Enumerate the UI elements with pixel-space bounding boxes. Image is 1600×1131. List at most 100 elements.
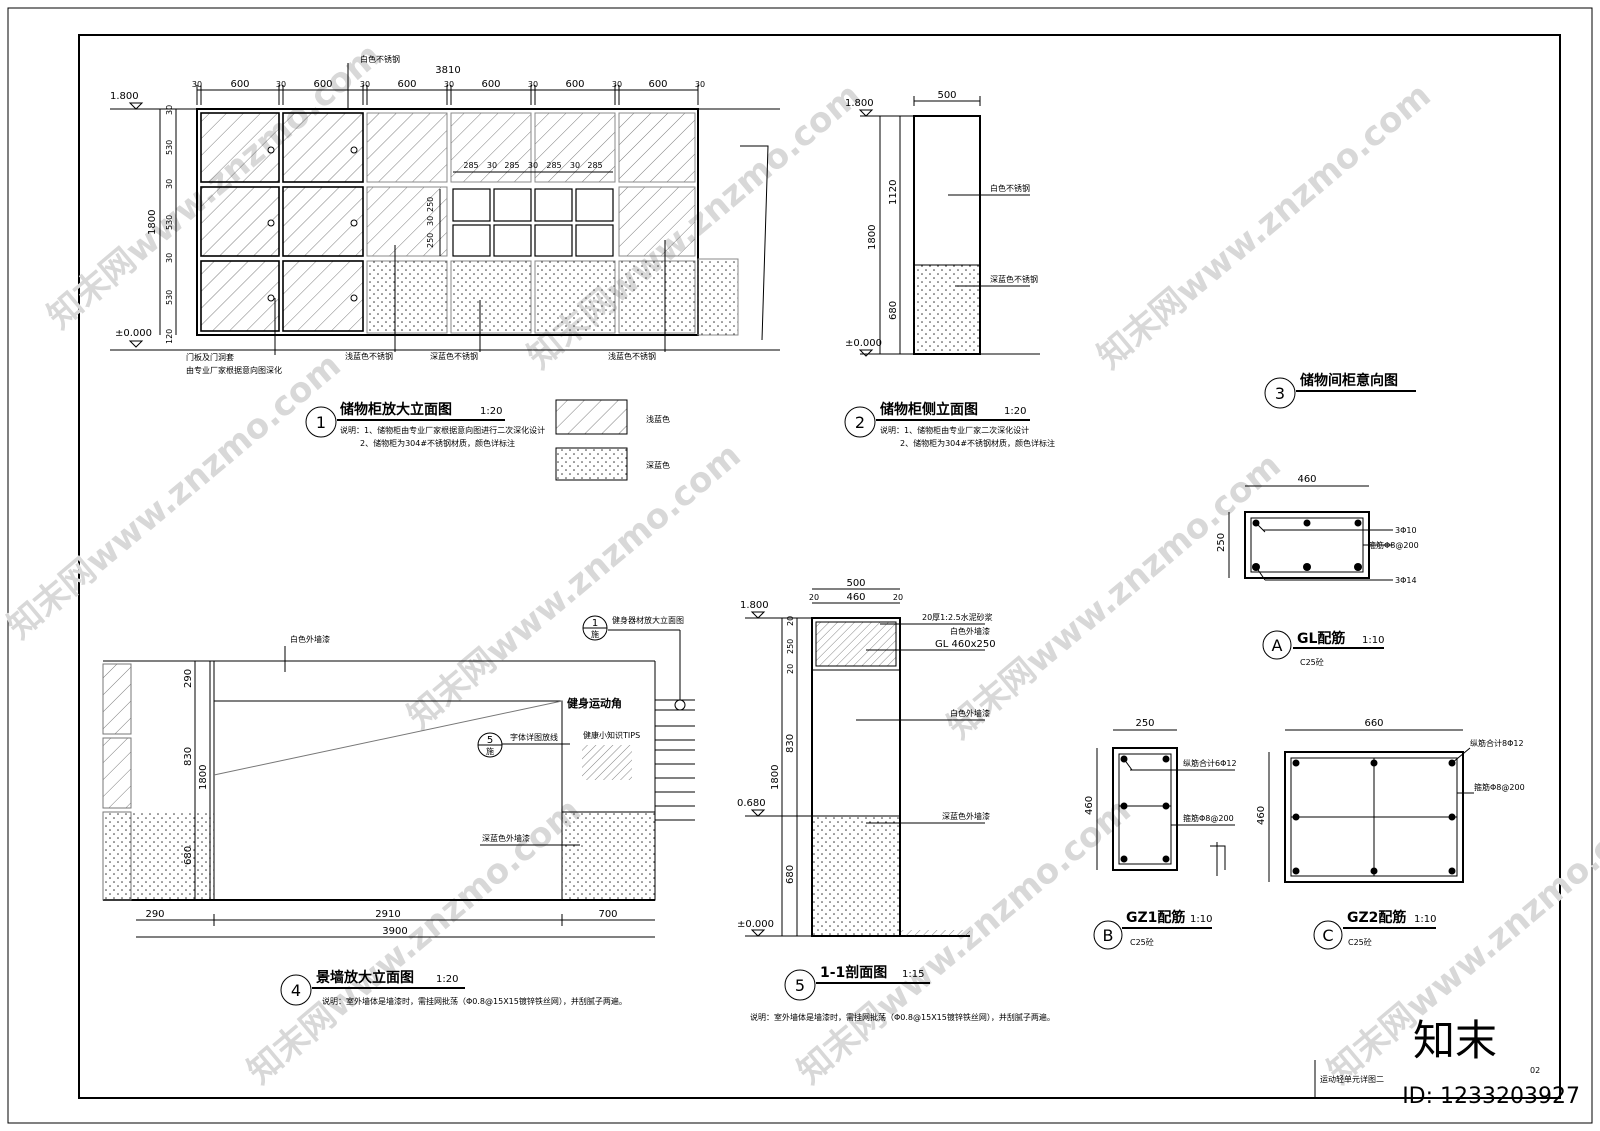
- material-label: 白色外墙漆: [950, 708, 990, 718]
- dim: 285: [546, 161, 561, 170]
- dim: 2910: [375, 909, 400, 920]
- title-number: 1: [316, 413, 326, 432]
- dim: 530: [165, 140, 174, 155]
- concrete-grade: C25砼: [1348, 937, 1372, 947]
- dim: 20: [893, 593, 903, 602]
- dim: 285: [504, 161, 519, 170]
- dim: 285: [587, 161, 602, 170]
- dim-total: 3810: [435, 65, 460, 76]
- dim: 30: [165, 179, 174, 189]
- brand-logo: 知末: [1413, 1016, 1497, 1065]
- concrete-grade: C25砼: [1300, 657, 1324, 667]
- callout-number: 5: [487, 735, 493, 746]
- title-number: B: [1103, 926, 1114, 945]
- dim: 30: [570, 161, 580, 170]
- dim: 290: [183, 669, 194, 688]
- title-number: 2: [855, 413, 865, 432]
- dim: 460: [1256, 806, 1267, 825]
- storage-cabinet-elevation: 3810 30 600 30 600 30 600 30 600 30 600 …: [110, 54, 780, 448]
- title-number: 3: [1275, 384, 1285, 403]
- sheet-number: 02: [1530, 1066, 1540, 1075]
- rebar-label: 箍筋Φ8@200: [1183, 813, 1234, 823]
- dim: 30: [360, 80, 370, 89]
- storage-reference: 3 储物间柜意向图: [1264, 372, 1416, 409]
- feature-wall-elevation: 健身运动角 健康小知识TIPS 1 施 健身器材放大立面图 5 施 字体详图放线…: [102, 615, 695, 1006]
- outer-frame: [7, 7, 1593, 1124]
- drawing-note: 说明：室外墙体是墙漆时，需挂网批荡（Φ0.8@15X15镀锌铁丝网），并刮腻子两…: [750, 1012, 1055, 1022]
- dim: 285: [463, 161, 478, 170]
- dim-total: 500: [846, 578, 865, 589]
- dim: 680: [888, 301, 899, 320]
- dim: 120: [165, 329, 174, 344]
- detail-gl-rebar: 460 250 3Φ10 箍筋Φ8@200 3Φ14 A GL配筋 1:10 C…: [1216, 474, 1419, 667]
- level-mark: 0.680: [737, 798, 766, 809]
- title-number: A: [1272, 636, 1283, 655]
- material-label: GL 460x250: [935, 639, 996, 650]
- dim: 600: [397, 79, 416, 90]
- dim: 680: [785, 865, 796, 884]
- dim: 680: [183, 846, 194, 865]
- dim: 250: [786, 639, 795, 654]
- dim: 460: [1084, 796, 1095, 815]
- drawing-title: GL配筋: [1297, 630, 1345, 647]
- detail-gz1-rebar: 250 460 纵筋合计6Φ12 箍筋Φ8@200 B GZ1配筋 1:10 C…: [1084, 718, 1237, 950]
- drawing-title: 储物柜侧立面图: [879, 401, 978, 418]
- material-label: 白色不锈钢: [990, 183, 1030, 193]
- drawing-scale: 1:20: [480, 406, 502, 417]
- material-label: 深蓝色外墙漆: [942, 811, 990, 821]
- level-mark: ±0.000: [737, 919, 774, 930]
- dim: 530: [165, 290, 174, 305]
- dim: 30: [444, 80, 454, 89]
- inner-frame: [78, 34, 1561, 1099]
- watermark: 知末网www.znzmo.com: [0, 345, 349, 647]
- material-label: 浅蓝色不锈钢: [345, 351, 393, 361]
- dim: 530: [165, 215, 174, 230]
- rebar-label: 纵筋合计8Φ12: [1470, 738, 1524, 748]
- material-label: 深蓝色不锈钢: [430, 351, 478, 361]
- material-label: 白色外墙漆: [950, 626, 990, 636]
- rebar-label: 箍筋Φ8@200: [1474, 782, 1525, 792]
- drawing-scale: 1:10: [1190, 914, 1212, 925]
- dim: 30: [276, 80, 286, 89]
- level-mark: 1.800: [110, 91, 139, 102]
- dim: 30: [165, 105, 174, 115]
- watermark: 知末网www.znzmo.com: [940, 445, 1289, 747]
- material-label: 白色外墙漆: [290, 634, 330, 644]
- rebar-label: 箍筋Φ8@200: [1368, 540, 1419, 550]
- title-number: C: [1322, 926, 1333, 945]
- image-id-label: ID: 1233203927: [1402, 1084, 1580, 1109]
- drawing-title: 景墙放大立面图: [316, 969, 414, 986]
- dim: 30: [528, 80, 538, 89]
- section-1-1: 500 20 460 20 1800 20 250 20 830 680 1.8…: [737, 578, 1055, 1022]
- dim: 30: [426, 216, 435, 226]
- dim: 600: [565, 79, 584, 90]
- dim: 250: [426, 233, 435, 248]
- dim: 600: [230, 79, 249, 90]
- drawing-scale: 1:20: [1004, 406, 1026, 417]
- dim-total: 1800: [147, 210, 158, 235]
- rebar-label: 3Φ14: [1395, 576, 1417, 585]
- callout-sub: 施: [591, 629, 599, 639]
- dim: 30: [487, 161, 497, 170]
- title-number: 5: [795, 976, 805, 995]
- dim: 460: [846, 592, 865, 603]
- material-label: 20厚1:2.5水泥砂浆: [922, 612, 993, 622]
- drawing-note: 2、储物柜为304#不锈钢材质，颜色详标注: [360, 438, 515, 448]
- drawing-note: 说明：1、储物柜由专业厂家根据意向图进行二次深化设计: [340, 425, 545, 435]
- level-mark: ±0.000: [115, 328, 152, 339]
- dim: 30: [695, 80, 705, 89]
- cabinet-side-elevation: 500 1800 1120 680 1.800 ±0.000 白色不锈钢 深蓝色…: [844, 90, 1055, 448]
- material-label: 深蓝色不锈钢: [990, 274, 1038, 284]
- dim: 250: [1135, 718, 1154, 729]
- legend-label: 深蓝色: [646, 460, 670, 470]
- material-label: 深蓝色外墙漆: [482, 833, 530, 843]
- drawing-title: 1-1剖面图: [820, 964, 887, 981]
- drawing-title: GZ1配筋: [1126, 909, 1185, 926]
- material-legend: 浅蓝色 深蓝色: [555, 399, 670, 481]
- dim: 1120: [888, 180, 899, 205]
- drawing-title: GZ2配筋: [1347, 909, 1406, 926]
- dim: 20: [786, 664, 795, 674]
- dim: 600: [481, 79, 500, 90]
- drawing-scale: 1:10: [1362, 635, 1384, 646]
